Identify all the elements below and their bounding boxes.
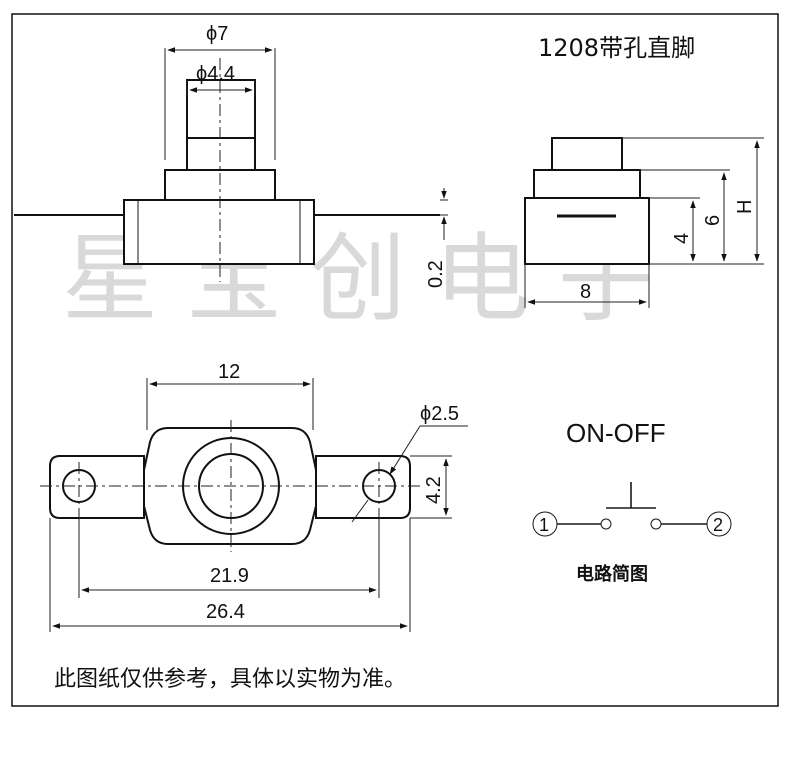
dim-219-label: 21.9 bbox=[210, 565, 249, 587]
schematic-caption: 电路简图 bbox=[576, 563, 648, 585]
dim-hole-label: ϕ2.5 bbox=[420, 403, 459, 425]
dim-h-label: H bbox=[734, 200, 756, 214]
dim-42-label: 4.2 bbox=[423, 476, 445, 504]
drawing-title: 1208带孔直脚 bbox=[538, 34, 695, 62]
switch-button bbox=[186, 137, 256, 171]
side-body bbox=[524, 197, 650, 265]
button-cap bbox=[186, 79, 256, 139]
mounting-view: 12 ϕ2.5 4.2 21.9 26.4 bbox=[40, 361, 468, 632]
side-shoulder bbox=[533, 169, 641, 199]
circuit-schematic: ON-OFF 1 2 电路简图 bbox=[532, 418, 732, 585]
dim-lead-offset-label: 0.2 bbox=[425, 260, 447, 288]
dim-phi4-label: ϕ4.4 bbox=[196, 63, 235, 85]
switch-mode-label: ON-OFF bbox=[566, 418, 666, 448]
terminal-1-label: 1 bbox=[539, 515, 549, 535]
dim-width-label: 8 bbox=[580, 281, 591, 303]
contact-right bbox=[650, 518, 662, 530]
side-view: 8 4 6 H bbox=[524, 137, 764, 308]
dim-12-label: 12 bbox=[218, 361, 240, 383]
dim-264-label: 26.4 bbox=[206, 601, 245, 623]
contact-left bbox=[600, 518, 612, 530]
dim-4-label: 4 bbox=[671, 233, 693, 244]
switch-body bbox=[123, 199, 315, 265]
dim-6-label: 6 bbox=[702, 215, 724, 226]
drawing-frame bbox=[11, 13, 779, 707]
dim-phi7-label: ϕ7 bbox=[206, 23, 228, 45]
side-button bbox=[551, 137, 623, 171]
front-view: ϕ7 ϕ4.4 0.2 bbox=[14, 23, 448, 288]
disclaimer-note: 此图纸仅供参考，具体以实物为准。 bbox=[54, 667, 406, 692]
terminal-2-label: 2 bbox=[713, 515, 723, 535]
